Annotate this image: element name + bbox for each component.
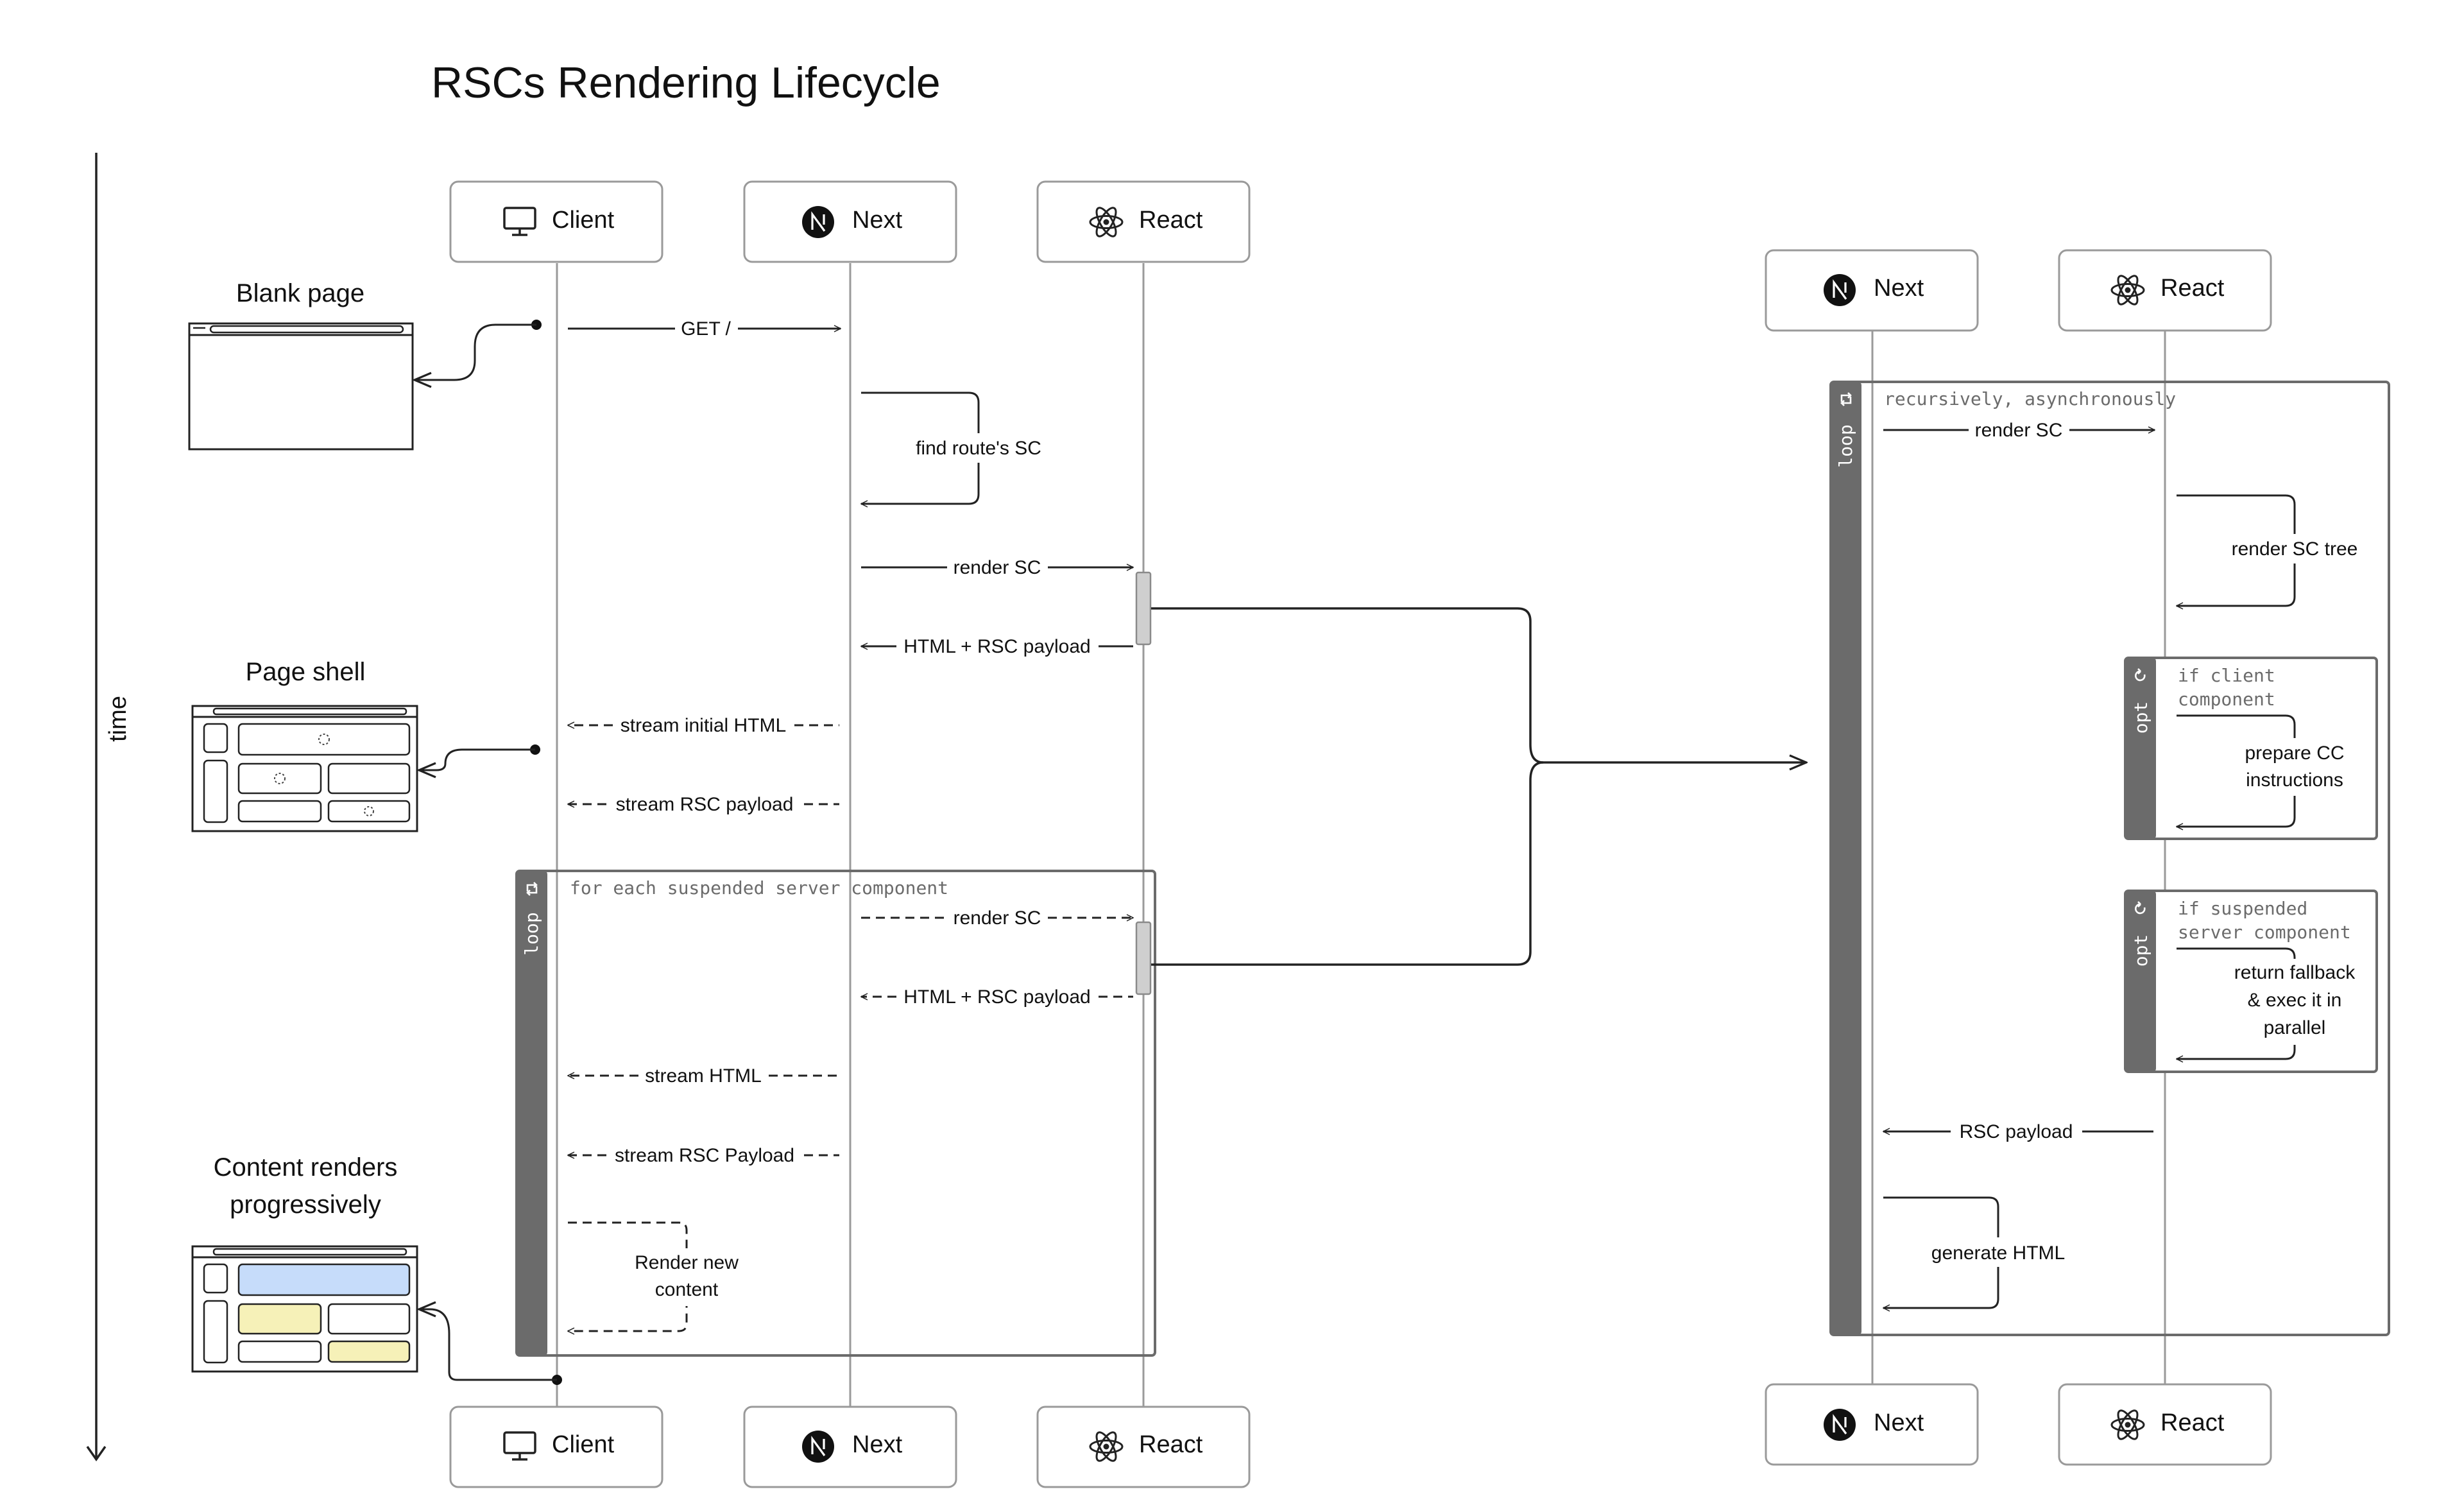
render-sc-tree-label: render SC tree [2232, 538, 2358, 560]
actor-client-label: Client [552, 207, 615, 234]
fallback-label-3: parallel [2264, 1017, 2326, 1038]
actor-next-detail-bottom: Next [1765, 1383, 1979, 1466]
next-logo-icon [1822, 1407, 1857, 1442]
actor-react-label: React [1139, 1431, 1203, 1458]
message-html-rsc-payload-loop: HTML + RSC payload [861, 986, 1133, 1008]
opt1-condition-2: component [2178, 689, 2275, 710]
next-logo-icon [1822, 273, 1857, 307]
screen-blank-page: Blank page [188, 279, 414, 451]
opt2-condition-2: server component [2178, 922, 2351, 943]
actor-client-top: Client [449, 180, 663, 263]
actor-react-detail-bottom: React [2058, 1383, 2272, 1466]
html-rsc-payload-loop-label: HTML + RSC payload [903, 986, 1091, 1008]
message-stream-html: stream HTML [568, 1065, 839, 1087]
right-loop-condition: recursively, asynchronously [1884, 388, 2176, 409]
diagram-title: RSCs Rendering Lifecycle [431, 58, 941, 107]
actor-next-label: Next [852, 207, 903, 234]
right-lifelines [1871, 331, 2166, 1384]
actor-client-label: Client [552, 1431, 615, 1458]
actor-react-label: React [1139, 207, 1203, 234]
prepare-cc-label-2: instructions [2246, 770, 2343, 791]
render-sc-label: render SC [954, 557, 1041, 578]
stream-rsc-payload-cap-label: stream RSC Payload [615, 1145, 794, 1166]
time-label: time [105, 696, 132, 742]
spinner-icon [318, 734, 330, 745]
screen-progressive: Content renders progressively [191, 1153, 418, 1373]
render-new-content-label-2: content [655, 1279, 719, 1300]
left-loop-condition: for each suspended server component [570, 877, 948, 899]
actor-next-label: Next [852, 1431, 903, 1458]
actor-react-top: React [1036, 180, 1251, 263]
stream-html-label: stream HTML [645, 1065, 762, 1087]
html-rsc-payload-label: HTML + RSC payload [903, 636, 1091, 657]
message-stream-initial-html: stream initial HTML [568, 715, 839, 736]
actor-next-label: Next [1874, 275, 1924, 302]
find-route-label: find route's SC [916, 438, 1041, 459]
message-stream-rsc-payload: stream RSC payload [568, 794, 839, 815]
right-loop-frame: loop recursively, asynchronously [1829, 381, 2390, 1336]
screen-blank-label: Blank page [236, 279, 364, 307]
actor-next-label: Next [1874, 1409, 1924, 1436]
left-loop-frame: loop for each suspended server component [515, 870, 1156, 1357]
opt-tag: opt [2130, 934, 2152, 967]
react-activation-2 [1135, 921, 1152, 995]
left-lifelines [556, 263, 1145, 1407]
actor-client-bottom: Client [449, 1406, 663, 1488]
message-render-sc-loop: render SC [861, 907, 1133, 929]
fallback-label-2: & exec it in [2248, 990, 2342, 1011]
message-stream-rsc-payload-cap: stream RSC Payload [568, 1145, 839, 1166]
next-logo-icon [801, 1429, 835, 1464]
message-get: GET / [568, 318, 841, 340]
stream-initial-html-label: stream initial HTML [620, 715, 786, 736]
fallback-label-1: return fallback [2234, 962, 2356, 983]
opt-tag: opt [2130, 701, 2152, 734]
next-logo-icon [801, 205, 835, 239]
self-message-render-new-content: Render new content [568, 1221, 748, 1331]
screen-progressive-label-1: Content renders [214, 1153, 398, 1182]
detail-self-generate-html: generate HTML [1883, 1196, 2073, 1308]
actor-next-detail-top: Next [1765, 249, 1979, 332]
actor-react-detail-top: React [2058, 249, 2272, 332]
connector-stream-to-shell [419, 744, 540, 770]
opt1-condition-1: if client [2178, 665, 2275, 686]
connector-render-to-progressive [419, 1309, 562, 1385]
detail-render-sc-label: render SC [1975, 420, 2063, 441]
detail-rsc-payload-label: RSC payload [1960, 1121, 2073, 1142]
message-html-rsc-payload: HTML + RSC payload [861, 636, 1133, 657]
left-loop-tag: loop [521, 912, 542, 955]
render-sc-loop-label: render SC [954, 907, 1041, 929]
screen-progressive-label-2: progressively [230, 1191, 381, 1219]
actor-react-bottom: React [1036, 1406, 1251, 1488]
detail-self-prepare-cc: prepare CC instructions [2177, 714, 2359, 827]
self-message-find-route: find route's SC [861, 391, 1046, 504]
screen-shell-label: Page shell [246, 658, 366, 686]
actor-next-top: Next [743, 180, 957, 263]
screen-page-shell: Page shell [191, 658, 418, 832]
actor-next-bottom: Next [743, 1406, 957, 1488]
detail-self-render-sc-tree: render SC tree [2177, 494, 2373, 606]
time-axis: time [86, 153, 132, 1462]
generate-html-label: generate HTML [1931, 1243, 2065, 1264]
react-activation-1 [1135, 571, 1152, 646]
opt2-condition-1: if suspended [2178, 898, 2307, 919]
prepare-cc-label-1: prepare CC [2245, 743, 2344, 764]
spinner-icon [364, 806, 374, 816]
detail-message-render-sc: render SC [1883, 420, 2155, 441]
actor-react-label: React [2160, 275, 2225, 302]
spinner-icon [274, 773, 286, 784]
message-render-sc: render SC [861, 557, 1133, 578]
render-new-content-label-1: Render new [635, 1252, 739, 1273]
connector-get-to-blank [415, 320, 542, 380]
right-loop-tag: loop [1835, 424, 1856, 467]
actor-react-label: React [2160, 1409, 2225, 1436]
zoom-brace [1151, 607, 1806, 966]
message-get-label: GET / [681, 318, 731, 340]
stream-rsc-payload-label: stream RSC payload [616, 794, 794, 815]
detail-self-return-fallback: return fallback & exec it in parallel [2177, 947, 2369, 1059]
detail-message-rsc-payload: RSC payload [1883, 1121, 2153, 1142]
